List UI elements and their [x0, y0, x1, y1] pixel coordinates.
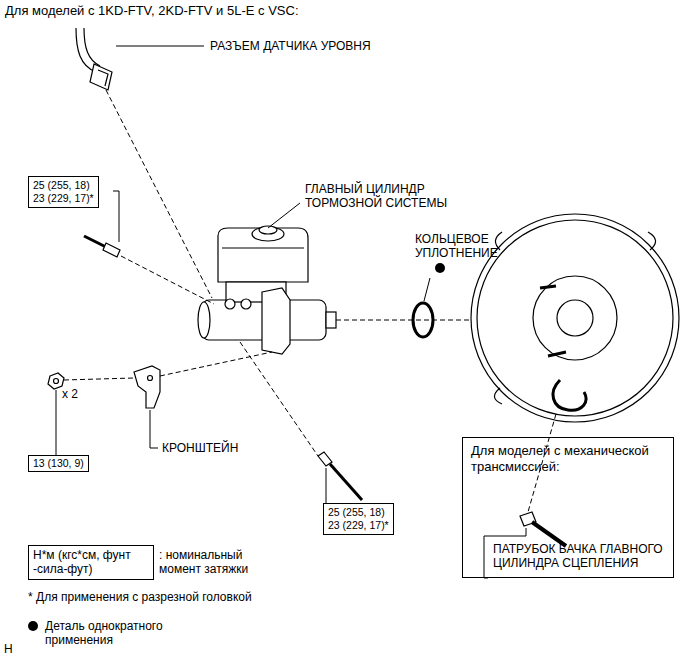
leader-line — [113, 191, 119, 242]
part-name: ГЛАВНЫЙ ЦИЛИНДР ТОРМОЗНОЙ СИСТЕМЫ — [305, 182, 475, 210]
reservoir-cap-top — [259, 226, 277, 234]
brake-booster — [471, 214, 679, 422]
hex-nut — [48, 373, 64, 389]
leader-line — [116, 46, 204, 47]
part-name: ПАТРУБОК БАЧКА ГЛАВНОГО ЦИЛИНДРА СЦЕПЛЕН… — [493, 542, 668, 570]
outlet-port — [241, 299, 251, 309]
leader-line — [268, 203, 300, 228]
outlet-port — [225, 299, 235, 309]
leader-line — [424, 278, 430, 301]
sensor-wire — [84, 28, 100, 66]
note: * Для применения с разрезной головкой — [28, 590, 252, 604]
leader-line — [326, 468, 327, 503]
cylinder-end — [198, 302, 210, 338]
connector-body — [90, 64, 112, 90]
push-rod-seat — [326, 312, 336, 328]
reservoir-line — [222, 247, 304, 248]
diagram-title: Для моделей с 1KD-FTV, 2KD-FTV и 5L-E с … — [5, 4, 299, 18]
brake-pipe-1 — [84, 236, 120, 257]
bracket — [134, 366, 160, 408]
brake-pipe-2 — [318, 452, 362, 500]
torque-value: 23 (229, 17)* — [33, 192, 94, 205]
pipe — [330, 464, 362, 500]
quantity: x 2 — [62, 387, 78, 401]
torque-value: Н*м (кгс*см, фунт -сила-фут) — [33, 548, 149, 577]
reservoir — [218, 228, 308, 282]
dashed-line — [106, 90, 212, 298]
variant-heading: Для моделей с механической трансмиссией: — [471, 443, 665, 474]
cylinder-flange — [262, 288, 290, 354]
sensor-connector — [76, 28, 112, 90]
dashed-line — [240, 342, 318, 456]
part-name: КОЛЬЦЕВОЕ УПЛОТНЕНИЕ — [415, 232, 527, 260]
clutch-reservoir-hose — [520, 512, 566, 546]
part-name: РАЗЪЕМ ДАТЧИКА УРОВНЯ — [210, 39, 371, 53]
booster-stud — [540, 286, 566, 356]
variant-box: Для моделей с механической трансмиссией:… — [462, 437, 674, 578]
torque-value: 25 (255, 18) — [33, 179, 94, 192]
leader-line — [150, 410, 158, 448]
booster-center — [533, 276, 617, 360]
leader-line — [56, 390, 57, 455]
torque-box: 13 (130, 9) — [28, 455, 89, 472]
torque-value: 23 (229, 17)* — [328, 519, 389, 532]
dashed-line — [121, 256, 214, 304]
note: : номинальный момент затяжки — [159, 548, 261, 576]
torque-box: 25 (255, 18)23 (229, 17)* — [323, 503, 394, 535]
figure-mark: H — [4, 642, 13, 656]
part-name: КРОНШТЕЙН — [162, 441, 238, 455]
booster-rim — [477, 220, 673, 416]
bracket-hole — [148, 376, 153, 381]
torque-box: 25 (255, 18)23 (229, 17)* — [28, 176, 99, 208]
bracket-body — [134, 366, 160, 408]
legend-dot — [28, 621, 38, 631]
sensor-wire — [76, 28, 96, 72]
single-use-dot — [435, 263, 445, 273]
booster-shell — [471, 214, 679, 422]
torque-value: 13 (130, 9) — [33, 457, 84, 470]
unit-box: Н*м (кгс*см, фунт -сила-фут) — [28, 545, 154, 580]
reservoir-cap — [252, 227, 284, 241]
booster-hub — [557, 300, 593, 336]
mount-nut — [48, 373, 64, 389]
flare-nut — [318, 452, 332, 466]
flare-nut — [103, 243, 120, 257]
pipe — [84, 236, 106, 247]
booster-lugs — [494, 232, 655, 404]
dashed-line — [64, 378, 134, 380]
o-ring — [413, 303, 433, 337]
master-cylinder — [198, 226, 336, 354]
torque-value: 25 (255, 18) — [328, 506, 389, 519]
connector-detail — [98, 70, 108, 86]
legend-text: Деталь однократного применения — [45, 619, 185, 647]
nut-hole — [54, 379, 59, 384]
vacuum-hose — [553, 380, 586, 410]
